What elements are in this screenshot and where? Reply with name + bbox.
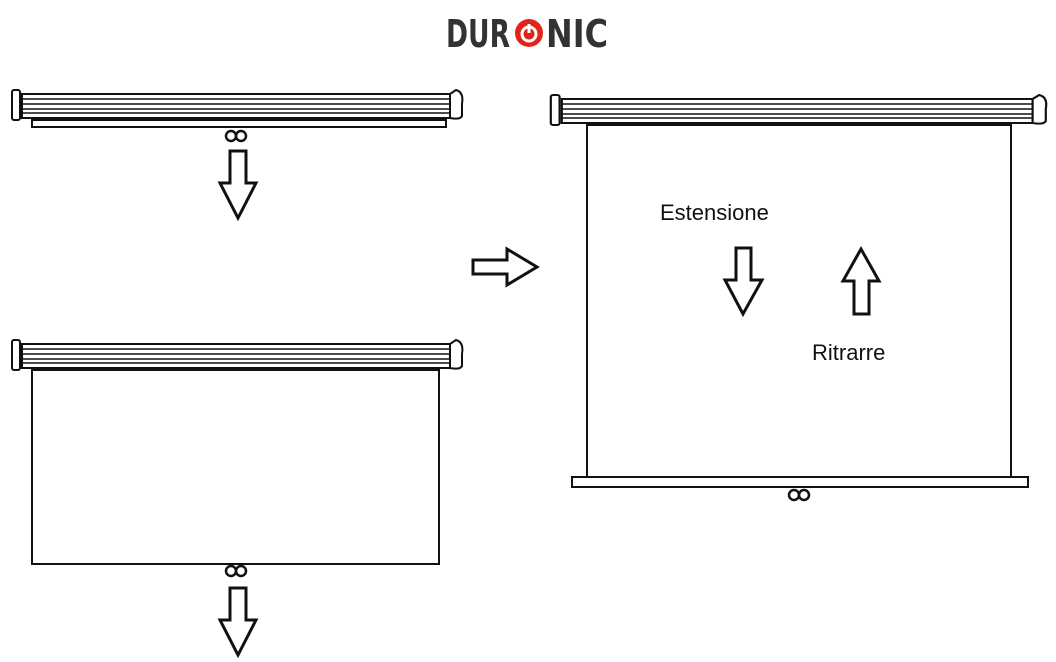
down-arrow-icon: [217, 586, 259, 659]
housing-extended: [549, 93, 1048, 127]
up-arrow-icon: [840, 245, 882, 316]
pull-handle-bottom: [224, 564, 248, 578]
screen-extended: [586, 124, 1012, 478]
housing-closed: [11, 89, 464, 128]
label-extend: Estensione: [660, 200, 769, 225]
duronic-logo: DUR NIC: [446, 12, 608, 56]
logo-text-left: DUR: [446, 12, 510, 56]
right-arrow-icon: [471, 246, 540, 288]
screen-partial: [31, 369, 440, 565]
pull-handle-top: [224, 129, 248, 143]
power-icon: [515, 19, 543, 47]
down-arrow-icon: [217, 149, 259, 222]
bottom-bar: [571, 476, 1029, 488]
label-retract: Ritrarre: [812, 340, 886, 365]
housing-partial: [11, 339, 464, 371]
logo-text-right: NIC: [546, 12, 608, 56]
brand-logo: DUR NIC: [0, 4, 1056, 61]
pull-handle-extended: [787, 488, 811, 502]
down-arrow-icon: [722, 246, 765, 318]
